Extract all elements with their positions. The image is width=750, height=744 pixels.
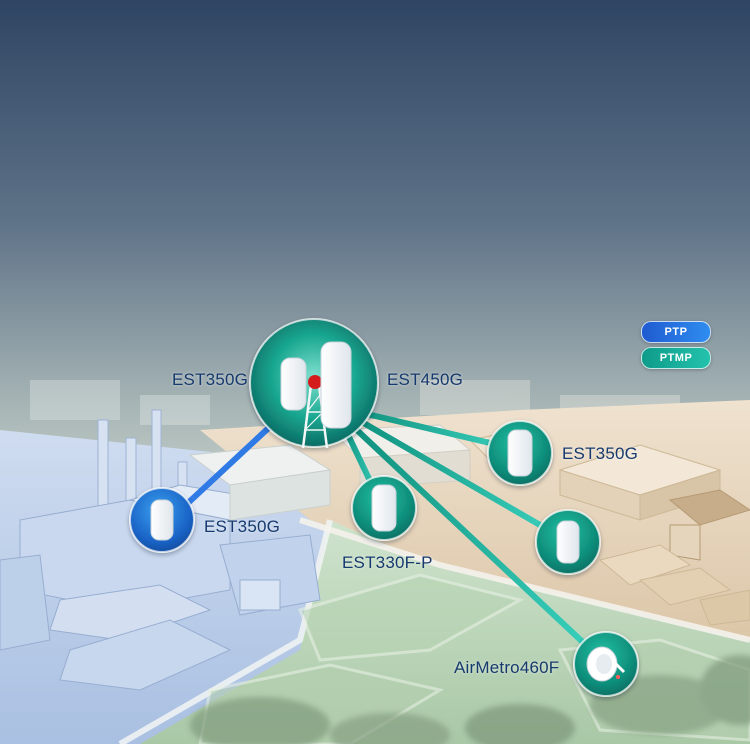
road-west [118,519,333,744]
ap-device-icon [371,484,397,532]
node-south [573,631,639,697]
hub-left-label: EST350G [172,370,249,389]
node-east-upper [487,420,553,486]
road-south [299,517,750,643]
central-buildings [188,424,472,521]
node-east-lower [535,509,601,575]
ap-device-icon [556,520,580,564]
node-factory [129,487,195,553]
ptmp-link-east-lower [345,411,569,543]
legend-ptmp: PTMP [641,347,711,369]
hub-right-label: EST450G [387,370,464,389]
node-center [351,475,417,541]
node-center-label: EST330F-P [342,553,433,572]
node-south-label: AirMetro460F [454,658,560,677]
ptmp-link-south [341,415,607,665]
ap-device-icon [507,429,533,477]
legend-ptp: PTP [641,321,711,343]
hub-node [249,318,379,449]
node-east-upper-label: EST350G [562,444,639,463]
est450g-device-icon [320,341,352,429]
node-factory-label: EST350G [204,517,281,536]
est350g-device-icon [280,357,307,411]
dish-antenna-icon [586,646,626,682]
ap-device-icon [150,499,174,541]
